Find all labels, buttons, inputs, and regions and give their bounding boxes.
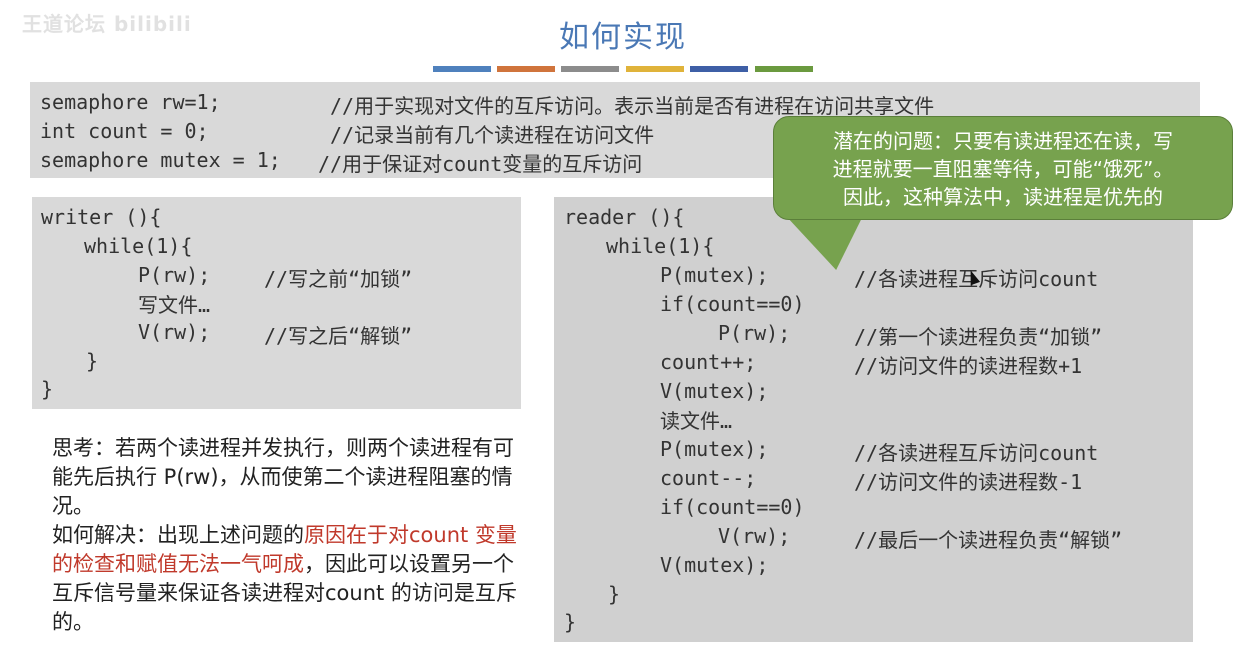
color-bar	[755, 66, 813, 72]
thinking-solution-tail: ，因此可以设置另一个互斥信号量来保证各读进程对count 的访问是互斥的。	[52, 552, 517, 634]
decl-count-code: int count = 0;	[40, 119, 209, 143]
reader-read-file: 读文件…	[660, 409, 733, 433]
decl-mutex-comment: //用于保证对count变量的互斥访问	[318, 152, 643, 176]
reader-loop: while(1){	[606, 234, 715, 258]
writer-p-rw: P(rw);	[138, 263, 211, 287]
writer-loop-close: }	[86, 349, 99, 373]
reader-p-mutex-2-comment: //各读进程互斥访问count	[854, 441, 1099, 465]
reader-loop-close: }	[608, 582, 621, 606]
callout-bubble: 潜在的问题：只要有读进程还在读，写 进程就要一直阻塞等待，可能“饿死”。 因此，…	[773, 116, 1233, 220]
decl-rw-comment: //用于实现对文件的互斥访问。表示当前是否有进程在访问共享文件	[330, 94, 935, 118]
reader-v-rw-comment: //最后一个读进程负责“解锁”	[854, 528, 1123, 552]
decl-mutex-code: semaphore mutex = 1;	[40, 148, 281, 172]
writer-v-rw-comment: //写之后“解锁”	[264, 324, 413, 348]
writer-code-box: writer (){ while(1){ P(rw); //写之前“加锁” 写文…	[32, 197, 521, 409]
reader-p-mutex: P(mutex);	[660, 263, 769, 287]
reader-p-rw: P(rw);	[718, 321, 791, 345]
reader-code-box: reader (){ while(1){ P(mutex); //各读进程互斥访…	[554, 197, 1193, 642]
reader-p-mutex-2: P(mutex);	[660, 437, 769, 461]
reader-p-rw-comment: //第一个读进程负责“加锁”	[854, 325, 1103, 349]
color-bar	[433, 66, 491, 72]
thinking-solution-lead: 如何解决：出现上述问题的	[52, 523, 304, 547]
reader-v-mutex: V(mutex);	[660, 379, 769, 403]
declarations-box: semaphore rw=1; //用于实现对文件的互斥访问。表示当前是否有进程…	[30, 82, 1200, 178]
reader-count-dec-comment: //访问文件的读进程数-1	[854, 470, 1083, 494]
slide-title: 如何实现	[559, 20, 687, 55]
thinking-question: 思考：若两个读进程并发执行，则两个读进程有可能先后执行 P(rw)，从而使第二个…	[52, 436, 514, 518]
thinking-solution: 如何解决：出现上述问题的原因在于对count 变量的检查和赋值无法一气呵成，因此…	[52, 521, 522, 637]
color-bar	[497, 66, 555, 72]
decl-rw-code: semaphore rw=1;	[40, 90, 221, 114]
reader-count-inc-comment: //访问文件的读进程数+1	[854, 354, 1083, 378]
reader-v-mutex-2: V(mutex);	[660, 553, 769, 577]
color-bar	[626, 66, 684, 72]
writer-close: }	[41, 377, 54, 401]
writer-loop: while(1){	[84, 234, 193, 258]
reader-signature: reader (){	[564, 205, 685, 229]
writer-v-rw: V(rw);	[138, 320, 211, 344]
callout-line: 因此，这种算法中，读进程是优先的	[843, 185, 1163, 209]
callout-line: 潜在的问题：只要有读进程还在读，写	[833, 129, 1173, 153]
thinking-solution-cause: 原因在于对count 变量的检查和赋值无法一气呵成	[52, 523, 517, 576]
reader-close: }	[564, 610, 577, 634]
reader-if-count-zero: if(count==0)	[660, 292, 805, 316]
decl-count-comment: //记录当前有几个读进程在访问文件	[330, 123, 655, 147]
writer-signature: writer (){	[41, 205, 162, 229]
callout-line: 进程就要一直阻塞等待，可能“饿死”。	[832, 157, 1174, 181]
watermark: 王道论坛 bilibili	[22, 12, 192, 36]
reader-v-rw: V(rw);	[718, 524, 791, 548]
color-bar	[561, 66, 619, 72]
reader-p-mutex-comment: //各读进程互斥访问count	[854, 267, 1099, 291]
reader-if-count-zero-2: if(count==0)	[660, 495, 805, 519]
writer-write-file: 写文件…	[138, 293, 211, 317]
reader-count-dec: count--;	[660, 466, 757, 490]
thinking-note: 思考：若两个读进程并发执行，则两个读进程有可能先后执行 P(rw)，从而使第二个…	[52, 434, 522, 637]
reader-count-inc: count++;	[660, 350, 757, 374]
color-bar	[690, 66, 748, 72]
writer-p-rw-comment: //写之前“加锁”	[264, 267, 413, 291]
